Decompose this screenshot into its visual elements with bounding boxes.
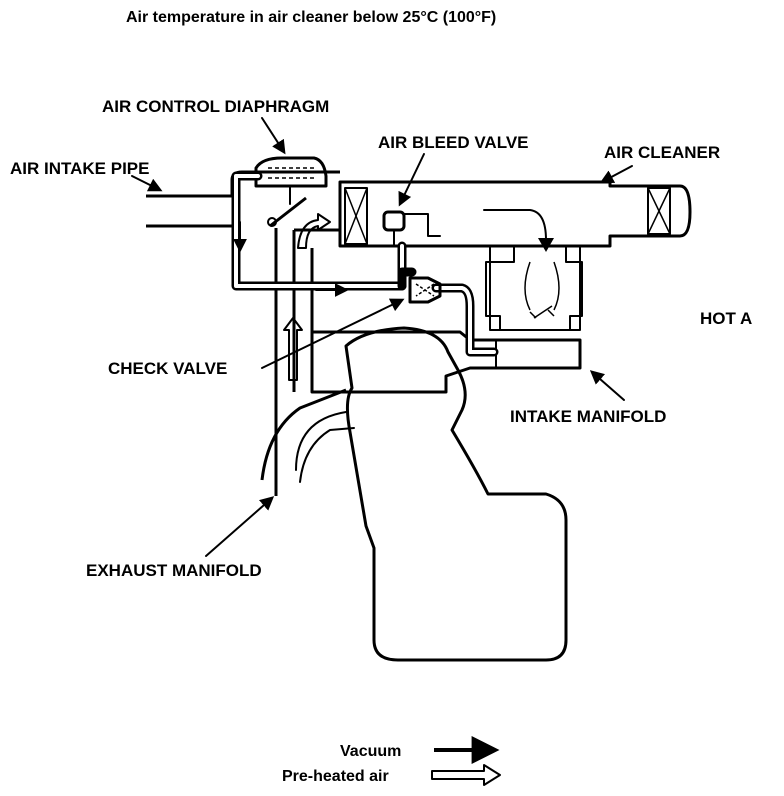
- intake-manifold: [310, 248, 582, 394]
- legend: Vacuum Pre-heated air: [282, 736, 501, 786]
- leader-lines: [131, 117, 633, 557]
- label-intake-manifold: INTAKE MANIFOLD: [510, 407, 666, 426]
- diagram-title: Air temperature in air cleaner below 25°…: [126, 9, 496, 26]
- vacuum-hose: [231, 171, 499, 357]
- label-air-cleaner: AIR CLEANER: [604, 143, 720, 162]
- label-exhaust-manifold: EXHAUST MANIFOLD: [86, 561, 262, 580]
- label-air-bleed-valve: AIR BLEED VALVE: [378, 133, 529, 152]
- legend-vacuum-label: Vacuum: [340, 743, 401, 760]
- air-control-diaphragm: [254, 156, 328, 228]
- air-bleed-valve: [382, 210, 441, 247]
- air-cleaner-housing: [338, 180, 692, 252]
- carburetor: [485, 245, 583, 331]
- check-valve: [408, 276, 442, 304]
- label-hot-air: HOT A: [700, 309, 752, 328]
- legend-preheated-label: Pre-heated air: [282, 768, 389, 785]
- label-air-intake-pipe: AIR INTAKE PIPE: [10, 159, 149, 178]
- exhaust-manifold: [260, 312, 568, 662]
- label-air-control-diaphragm: AIR CONTROL DIAPHRAGM: [102, 97, 329, 116]
- legend-preheated-arrow: [431, 764, 501, 786]
- label-check-valve: CHECK VALVE: [108, 359, 227, 378]
